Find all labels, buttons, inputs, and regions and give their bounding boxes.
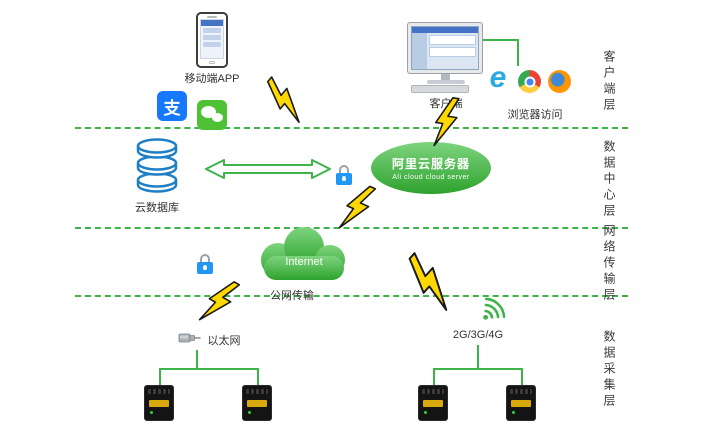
ali-cloud-server-node: 阿里云服务器 Ali cloud cloud server [371,142,491,194]
double-arrow [205,159,331,179]
layer-label-network: 网络传输层 [602,224,616,304]
internet-label: Internet [285,256,323,268]
device-node [506,385,536,421]
layer-divider-1 [75,127,628,129]
phone-speaker [207,16,217,18]
lightning-bolt-icon [266,76,300,123]
layer-divider-3 [75,295,628,297]
monitor-browser-line-h [483,39,519,41]
lock-icon [336,165,352,186]
chrome-browser-icon [518,70,541,93]
lock-icon [197,254,213,275]
phone-home-button [209,61,215,64]
monitor-screen [411,26,479,70]
phone-screen [200,19,224,59]
device-node [144,385,174,421]
ethernet-label: 以太网 [207,335,241,347]
keyboard-icon [411,85,469,93]
wechat-bubble-small [212,113,223,122]
lightning-bolt-icon [408,252,448,311]
device-node [242,385,272,421]
device-drop-line [257,368,259,385]
ali-cloud-label-cn: 阿里云服务器 [391,157,470,171]
ethernet-stub-line [196,350,198,368]
monitor-stand-neck [441,74,450,80]
monitor-stand-base [427,80,465,84]
cellular-branch-line [433,368,523,370]
alipay-icon: 支 [157,91,187,121]
cloud-shape [261,227,345,280]
device-drop-line [159,368,161,385]
internet-cloud-node: Internet [250,224,358,284]
desktop-monitor-icon [407,22,483,74]
ethernet-branch-line [159,368,259,370]
smartphone-icon [196,12,228,68]
cellular-stub-line [477,345,479,368]
layer-divider-2 [75,227,628,229]
layer-label-datacenter: 数据中心层 [602,140,616,220]
device-node [418,385,448,421]
layer-label-client: 客户端层 [602,50,616,114]
lightning-bolt-icon [433,96,460,147]
lightning-bolt-icon [198,281,241,321]
monitor-browser-line-v [517,39,519,66]
public-transmission-label: 公网传输 [270,290,314,302]
ie-browser-icon: e [484,63,512,93]
device-drop-line [521,368,523,385]
firefox-browser-icon [548,70,571,93]
ie-glyph: e [489,61,507,94]
wechat-icon [197,100,227,130]
database-icon [136,138,178,193]
wifi-signal-icon [483,297,506,320]
ethernet-plug-icon [178,333,201,343]
device-drop-line [433,368,435,385]
layer-label-acquisition: 数据采集层 [602,330,616,410]
alipay-glyph: 支 [163,98,181,118]
ali-cloud-label-en: Ali cloud cloud server [392,174,470,181]
mobile-app-label: 移动端APP [184,73,240,85]
cellular-label: 2G/3G/4G [452,329,504,341]
lightning-bolt-icon [338,185,377,229]
cloud-db-label: 云数据库 [135,202,179,214]
browser-access-label: 浏览器访问 [507,109,563,121]
